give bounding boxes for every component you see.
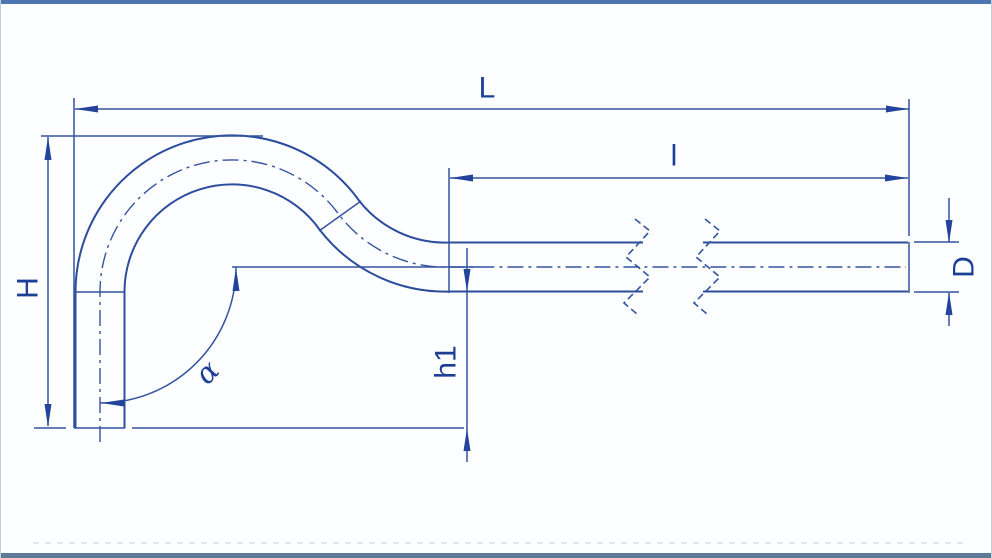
rod-fill [76,136,908,428]
top-border-band [1,0,991,4]
arrow-h1-bottom [463,428,471,451]
arrow-L-left [75,105,98,113]
break-symbol-left [622,218,652,315]
arrow-l-right [885,174,908,182]
arrow-H-bottom [44,404,52,427]
break-symbol-right [692,218,722,315]
arrow-D-top [945,220,953,243]
arrow-angle-end [232,268,240,291]
dim-label-hook-height: H [12,277,45,299]
dim-label-bend-angle: α [188,353,226,391]
arrow-L-right [886,105,909,113]
dim-label-drop-height: h1 [430,345,463,378]
dim-label-shank-length: l [671,140,678,173]
arrow-h1-top [463,269,471,292]
curve-transition-tick [318,200,362,232]
arrow-D-bottom [945,292,953,315]
angle-arc [99,266,237,404]
bottom-border-band [1,553,991,558]
dim-label-overall-length: L [479,72,496,105]
rod-centerline [99,159,906,442]
arrow-angle-start [101,399,124,407]
dim-label-bar-diameter: D [948,256,981,278]
rod-outline [74,134,908,428]
arrow-H-top [44,137,52,160]
arrow-l-left [450,174,473,182]
